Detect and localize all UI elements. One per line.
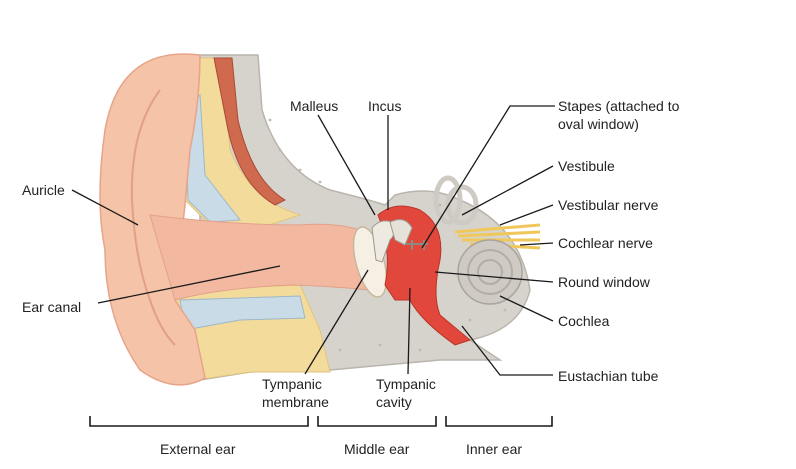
cochlea-shape	[457, 239, 523, 305]
leader-eustachian-tube	[461, 325, 553, 376]
region-inner-ear: Inner ear	[466, 441, 522, 457]
label-eustachian-tube: Eustachian tube	[558, 368, 659, 384]
label-cochlear-nerve: Cochlear nerve	[558, 235, 653, 251]
label-stapes-line2: oval window)	[558, 116, 639, 132]
leader-lines	[71, 105, 555, 376]
label-malleus: Malleus	[290, 98, 338, 114]
labels: Auricle Ear canal Malleus Incus Stapes (…	[22, 98, 680, 410]
label-round-window: Round window	[558, 274, 651, 290]
label-auricle: Auricle	[22, 182, 65, 198]
leader-vestibular-nerve	[499, 204, 554, 226]
region-brackets: External ear Middle ear Inner ear	[89, 416, 553, 457]
temporal-muscle	[213, 57, 287, 206]
label-vestibular-nerve: Vestibular nerve	[558, 197, 659, 213]
leader-round-window	[434, 271, 554, 283]
label-ear-canal: Ear canal	[22, 299, 81, 315]
bracket-middle-ear	[317, 416, 437, 427]
region-middle-ear: Middle ear	[344, 441, 410, 457]
label-stapes-line1: Stapes (attached to	[558, 98, 680, 114]
cartilage-upper	[184, 93, 241, 223]
leader-malleus	[317, 114, 376, 216]
region-external-ear: External ear	[160, 441, 236, 457]
bracket-external-ear	[89, 416, 309, 427]
leader-vestibule	[461, 165, 554, 216]
label-vestibule: Vestibule	[558, 158, 615, 174]
leader-auricle	[71, 189, 139, 226]
label-tympanic-membrane-line2: membrane	[262, 394, 329, 410]
auricle-fold	[130, 89, 176, 346]
ear-canal-shape	[149, 214, 371, 301]
leader-cochlear-nerve	[519, 242, 554, 246]
label-incus: Incus	[368, 98, 401, 114]
leader-ear-canal	[97, 265, 281, 304]
leader-tympanic-membrane	[304, 269, 369, 375]
label-tympanic-membrane-line1: Tympanic	[262, 376, 322, 392]
incus-shape	[389, 219, 413, 246]
leader-cochlea	[499, 295, 554, 322]
bone-texture	[243, 118, 507, 352]
label-tympanic-cavity-line2: cavity	[376, 394, 412, 410]
bracket-inner-ear	[445, 416, 553, 427]
label-tympanic-cavity-line1: Tympanic	[376, 376, 436, 392]
leader-stapes	[421, 105, 555, 249]
leader-tympanic-cavity	[407, 287, 411, 375]
label-cochlea: Cochlea	[558, 313, 610, 329]
